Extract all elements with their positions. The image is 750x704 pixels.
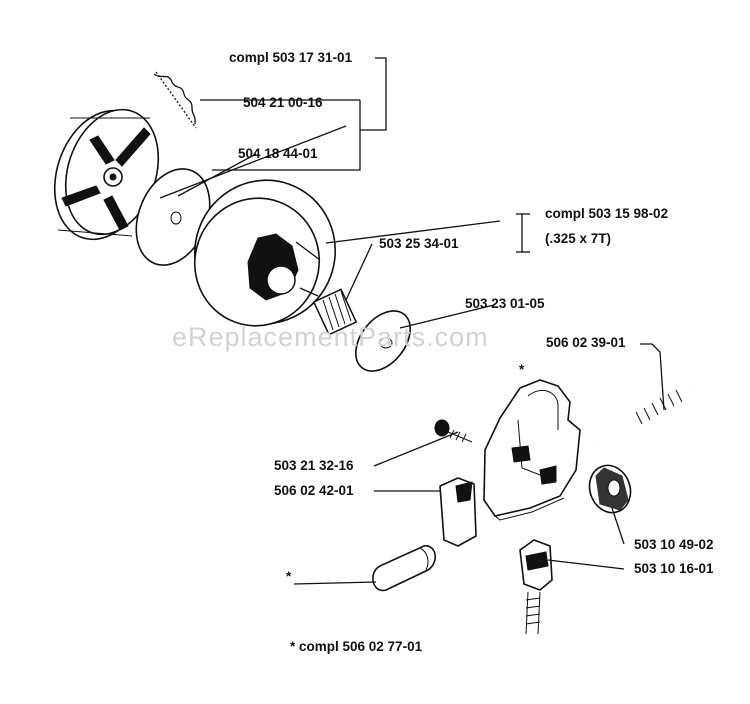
label-asterisk-pump: * — [519, 362, 525, 377]
label-oil-pump-kit: 506 02 39-01 — [546, 335, 626, 350]
label-drum-assembly: compl 503 15 98-02 — [545, 206, 669, 221]
pump-shaft — [596, 387, 692, 445]
label-needle-bearing: 503 25 34-01 — [379, 236, 459, 251]
label-washer: 504 18 44-01 — [238, 146, 318, 161]
leader-lines — [159, 57, 665, 585]
clutch-drum — [193, 179, 337, 327]
bracket — [439, 477, 477, 547]
label-bracket: 506 02 42-01 — [274, 483, 354, 498]
worm-gear — [588, 464, 632, 514]
needle-bearing — [312, 288, 358, 336]
label-drum-size: (.325 x 7T) — [545, 231, 612, 246]
label-clutch-assembly: compl 503 17 31-01 — [229, 50, 353, 65]
label-asterisk-bolt: * — [286, 569, 292, 584]
label-spring: 504 21 00-16 — [243, 95, 323, 110]
watermark: eReplacementParts.com — [172, 322, 489, 352]
label-washer-small: 503 23 01-05 — [465, 296, 545, 311]
plug-with-bolt — [519, 539, 553, 635]
footnote: * compl 506 02 77-01 — [290, 639, 423, 654]
label-plug: 503 10 16-01 — [634, 561, 714, 576]
label-worm-gear: 503 10 49-02 — [634, 537, 714, 552]
small-washer — [355, 310, 411, 372]
clutch-spring — [153, 71, 197, 129]
plug-pin — [372, 545, 436, 592]
label-screw: 503 21 32-16 — [274, 458, 354, 473]
oil-pump-body — [483, 379, 581, 521]
